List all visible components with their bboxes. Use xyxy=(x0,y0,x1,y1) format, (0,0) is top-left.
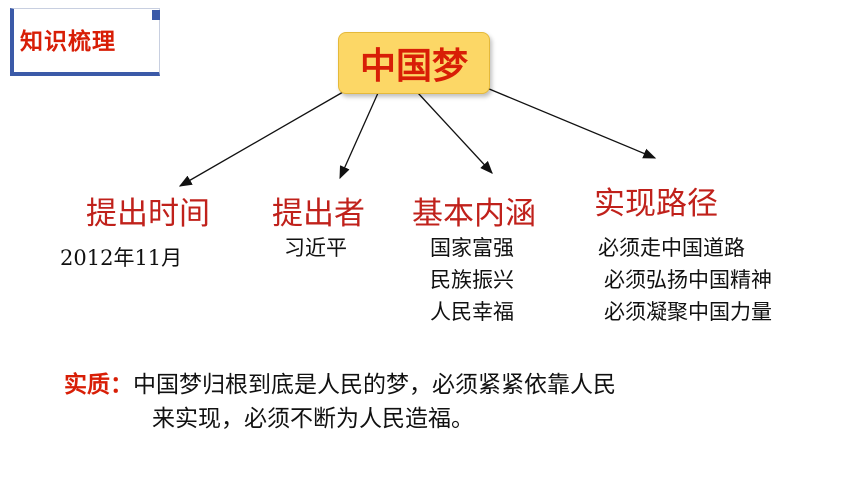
branch-label-proposer: 提出者 xyxy=(272,196,365,232)
arrow-to-path xyxy=(481,85,657,159)
arrow-to-time xyxy=(178,87,351,187)
section-frame xyxy=(10,8,160,76)
branch-label-connotation: 基本内涵 xyxy=(412,196,536,232)
detail-time: 2012年11月 xyxy=(60,246,183,270)
detail-path-3: 必须凝聚中国力量 xyxy=(604,300,772,324)
branch-label-time: 提出时间 xyxy=(86,196,210,232)
detail-connotation-3: 人民幸福 xyxy=(430,300,514,324)
detail-proposer: 习近平 xyxy=(284,236,347,260)
essence-line-1: 中国梦归根到底是人民的梦，必须紧紧依靠人民 xyxy=(133,372,616,398)
arrow-to-proposer xyxy=(339,92,379,180)
detail-path-1: 必须走中国道路 xyxy=(598,236,745,260)
essence-label: 实质： xyxy=(64,372,133,398)
detail-connotation-2: 民族振兴 xyxy=(430,268,514,292)
center-node: 中国梦 xyxy=(338,32,490,94)
arrow-to-connotation xyxy=(417,92,493,174)
detail-connotation-1: 国家富强 xyxy=(430,236,514,260)
frame-accent xyxy=(152,10,160,20)
detail-path-2: 必须弘扬中国精神 xyxy=(604,268,772,292)
branch-label-path: 实现路径 xyxy=(594,186,718,222)
essence-block: 实质：中国梦归根到底是人民的梦，必须紧紧依靠人民 来实现，必须不断为人民造福。 xyxy=(64,368,616,436)
section-tag: 知识梳理 xyxy=(20,29,116,55)
essence-line-2: 来实现，必须不断为人民造福。 xyxy=(152,406,474,432)
